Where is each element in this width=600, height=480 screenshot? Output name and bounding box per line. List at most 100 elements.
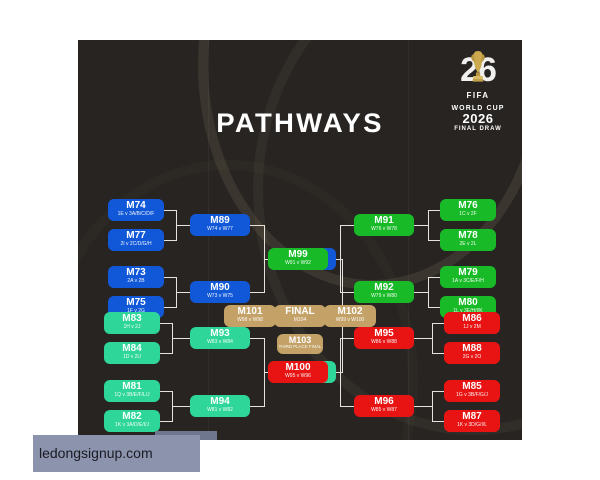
match-code: M87 [462,411,482,422]
match-teams: W83 v W84 [207,338,233,345]
bracket-connector [414,225,428,226]
trophy-icon [471,51,485,82]
match-teams: W73 v W75 [207,292,233,299]
match-code: M101 [237,306,263,317]
match-teams: W79 v W80 [371,292,397,299]
match-teams: 2A v 2B [127,277,145,284]
bracket-connector [164,307,176,308]
match-box-m76[interactable]: M76 1C v 2F [440,199,496,221]
logo-mark: 26 [443,48,513,94]
match-teams: 1F v 2G [127,307,145,314]
bracket-connector [432,323,433,354]
match-teams: W81 v W82 [207,406,233,413]
match-teams: 1C v 2F [459,210,477,217]
match-box-m88[interactable]: M88 2G v 2O [444,342,500,364]
match-code: M82 [122,411,142,422]
match-teams: 1H v 2J [123,323,141,330]
bracket-connector [428,210,440,211]
match-box-m95[interactable]: M95 W86 v W88 [354,327,414,349]
match-box-m79[interactable]: M79 1A v 3C/E/F/H [440,266,496,288]
match-code: M78 [458,230,478,241]
match-teams: 1K v 3D/G/I/L [456,421,487,428]
match-teams: W74 v W77 [207,225,233,232]
match-teams: 2G v 2O [462,353,482,360]
bracket-connector [176,292,190,293]
match-box-m87[interactable]: M87 1K v 3D/G/I/L [444,410,500,432]
bracket-connector [172,338,190,339]
match-box-m83[interactable]: M83 1H v 2J [104,312,160,334]
match-box-m102[interactable]: M102 W99 v W100 [324,305,376,327]
match-code: M77 [126,230,146,241]
match-teams: W76 v W78 [371,225,397,232]
match-box-m89[interactable]: M89 W74 v W77 [190,214,250,236]
bracket-connector [250,292,264,293]
match-box-m74[interactable]: M74 1E v 3A/B/C/D/F [108,199,164,221]
watermark-label: ledongsignup.com [33,435,200,472]
bracket-connector [340,338,341,407]
match-teams: 1G v 3B/F/G/J [456,391,488,398]
match-code: M99 [288,249,308,260]
match-code: M91 [374,215,394,226]
bracket-connector [432,391,433,422]
match-code: M100 [285,362,311,373]
match-box-m92[interactable]: M92 W79 v W80 [354,281,414,303]
match-box-m91[interactable]: M91 W76 v W78 [354,214,414,236]
bracket-connector [176,225,190,226]
background-divider [208,40,209,440]
bracket-connector [164,240,176,241]
match-box-m103-third-place[interactable]: M103 THIRD PLACE FINAL [277,334,323,354]
match-box-m101[interactable]: M101 W98 v W98 [224,305,276,327]
bracket-connector [432,391,444,392]
match-box-m73[interactable]: M73 2A v 2B [108,266,164,288]
match-code: M75 [126,297,146,308]
bracket-connector [340,225,341,293]
match-code: M93 [210,328,230,339]
match-box-m77[interactable]: M77 2I v 2C/D/G/H [108,229,164,251]
match-code: M103 [288,335,312,345]
match-box-m90-lower[interactable]: M90 W73 v W75 [190,281,250,303]
match-code: M92 [374,282,394,293]
match-box-final[interactable]: FINAL M104 [274,305,326,327]
bracket-connector [432,353,444,354]
match-teams: W99 v W100 [335,316,365,323]
match-box-m78[interactable]: M78 2E v 2L [440,229,496,251]
logo-finaldraw-text: FINAL DRAW [454,126,502,132]
match-box-m94[interactable]: M94 W81 v W82 [190,395,250,417]
match-box-m100[interactable]: M100 W95 v W96 [268,361,328,383]
logo-year-text: 2026 [462,111,494,126]
bracket-connector [340,292,354,293]
bracket-connector [172,406,190,407]
bracket-connector [428,307,440,308]
match-code: M89 [210,215,230,226]
match-teams: 1A v 3C/E/F/H [452,277,484,284]
match-box-m81[interactable]: M81 1Q v 3B/E/F/L/J [104,380,160,402]
match-box-m84[interactable]: M84 1D v 2U [104,342,160,364]
bracket-connector [160,353,172,354]
match-box-m93[interactable]: M93 W83 v W84 [190,327,250,349]
match-code: M81 [122,381,142,392]
bracket-connector [414,338,432,339]
match-code: M76 [458,200,478,211]
logo-fifa-text: FIFA [466,91,490,100]
bracket-connector [160,391,172,392]
match-teams: W86 v W88 [371,338,397,345]
bracket-connector [414,406,432,407]
match-box-m85[interactable]: M85 1G v 3B/F/G/J [444,380,500,402]
match-box-m82[interactable]: M82 1K v 3A/D/E/I/J [104,410,160,432]
match-teams: 1Q v 3B/E/F/L/J [114,391,150,398]
match-teams: W98 v W98 [237,316,263,323]
page-title: PATHWAYS [216,108,384,138]
bracket-connector [160,323,172,324]
match-box-m86[interactable]: M86 1J v 2M [444,312,500,334]
bracket-connector [250,225,264,226]
match-code: M102 [337,306,363,317]
match-box-m99[interactable]: M99 W91 v W92 [268,248,328,270]
bracket-panel: PATHWAYS 26 FIFA WORLD CUP 2026 FINAL DR… [78,40,522,440]
match-box-m96[interactable]: M96 W85 v W87 [354,395,414,417]
match-teams: W85 v W87 [371,406,397,413]
bracket-connector [428,210,429,241]
match-code: M88 [462,343,482,354]
bracket-connector [164,277,176,278]
match-teams: M104 [293,316,307,323]
match-teams: 1K v 3A/D/E/I/J [115,421,149,428]
